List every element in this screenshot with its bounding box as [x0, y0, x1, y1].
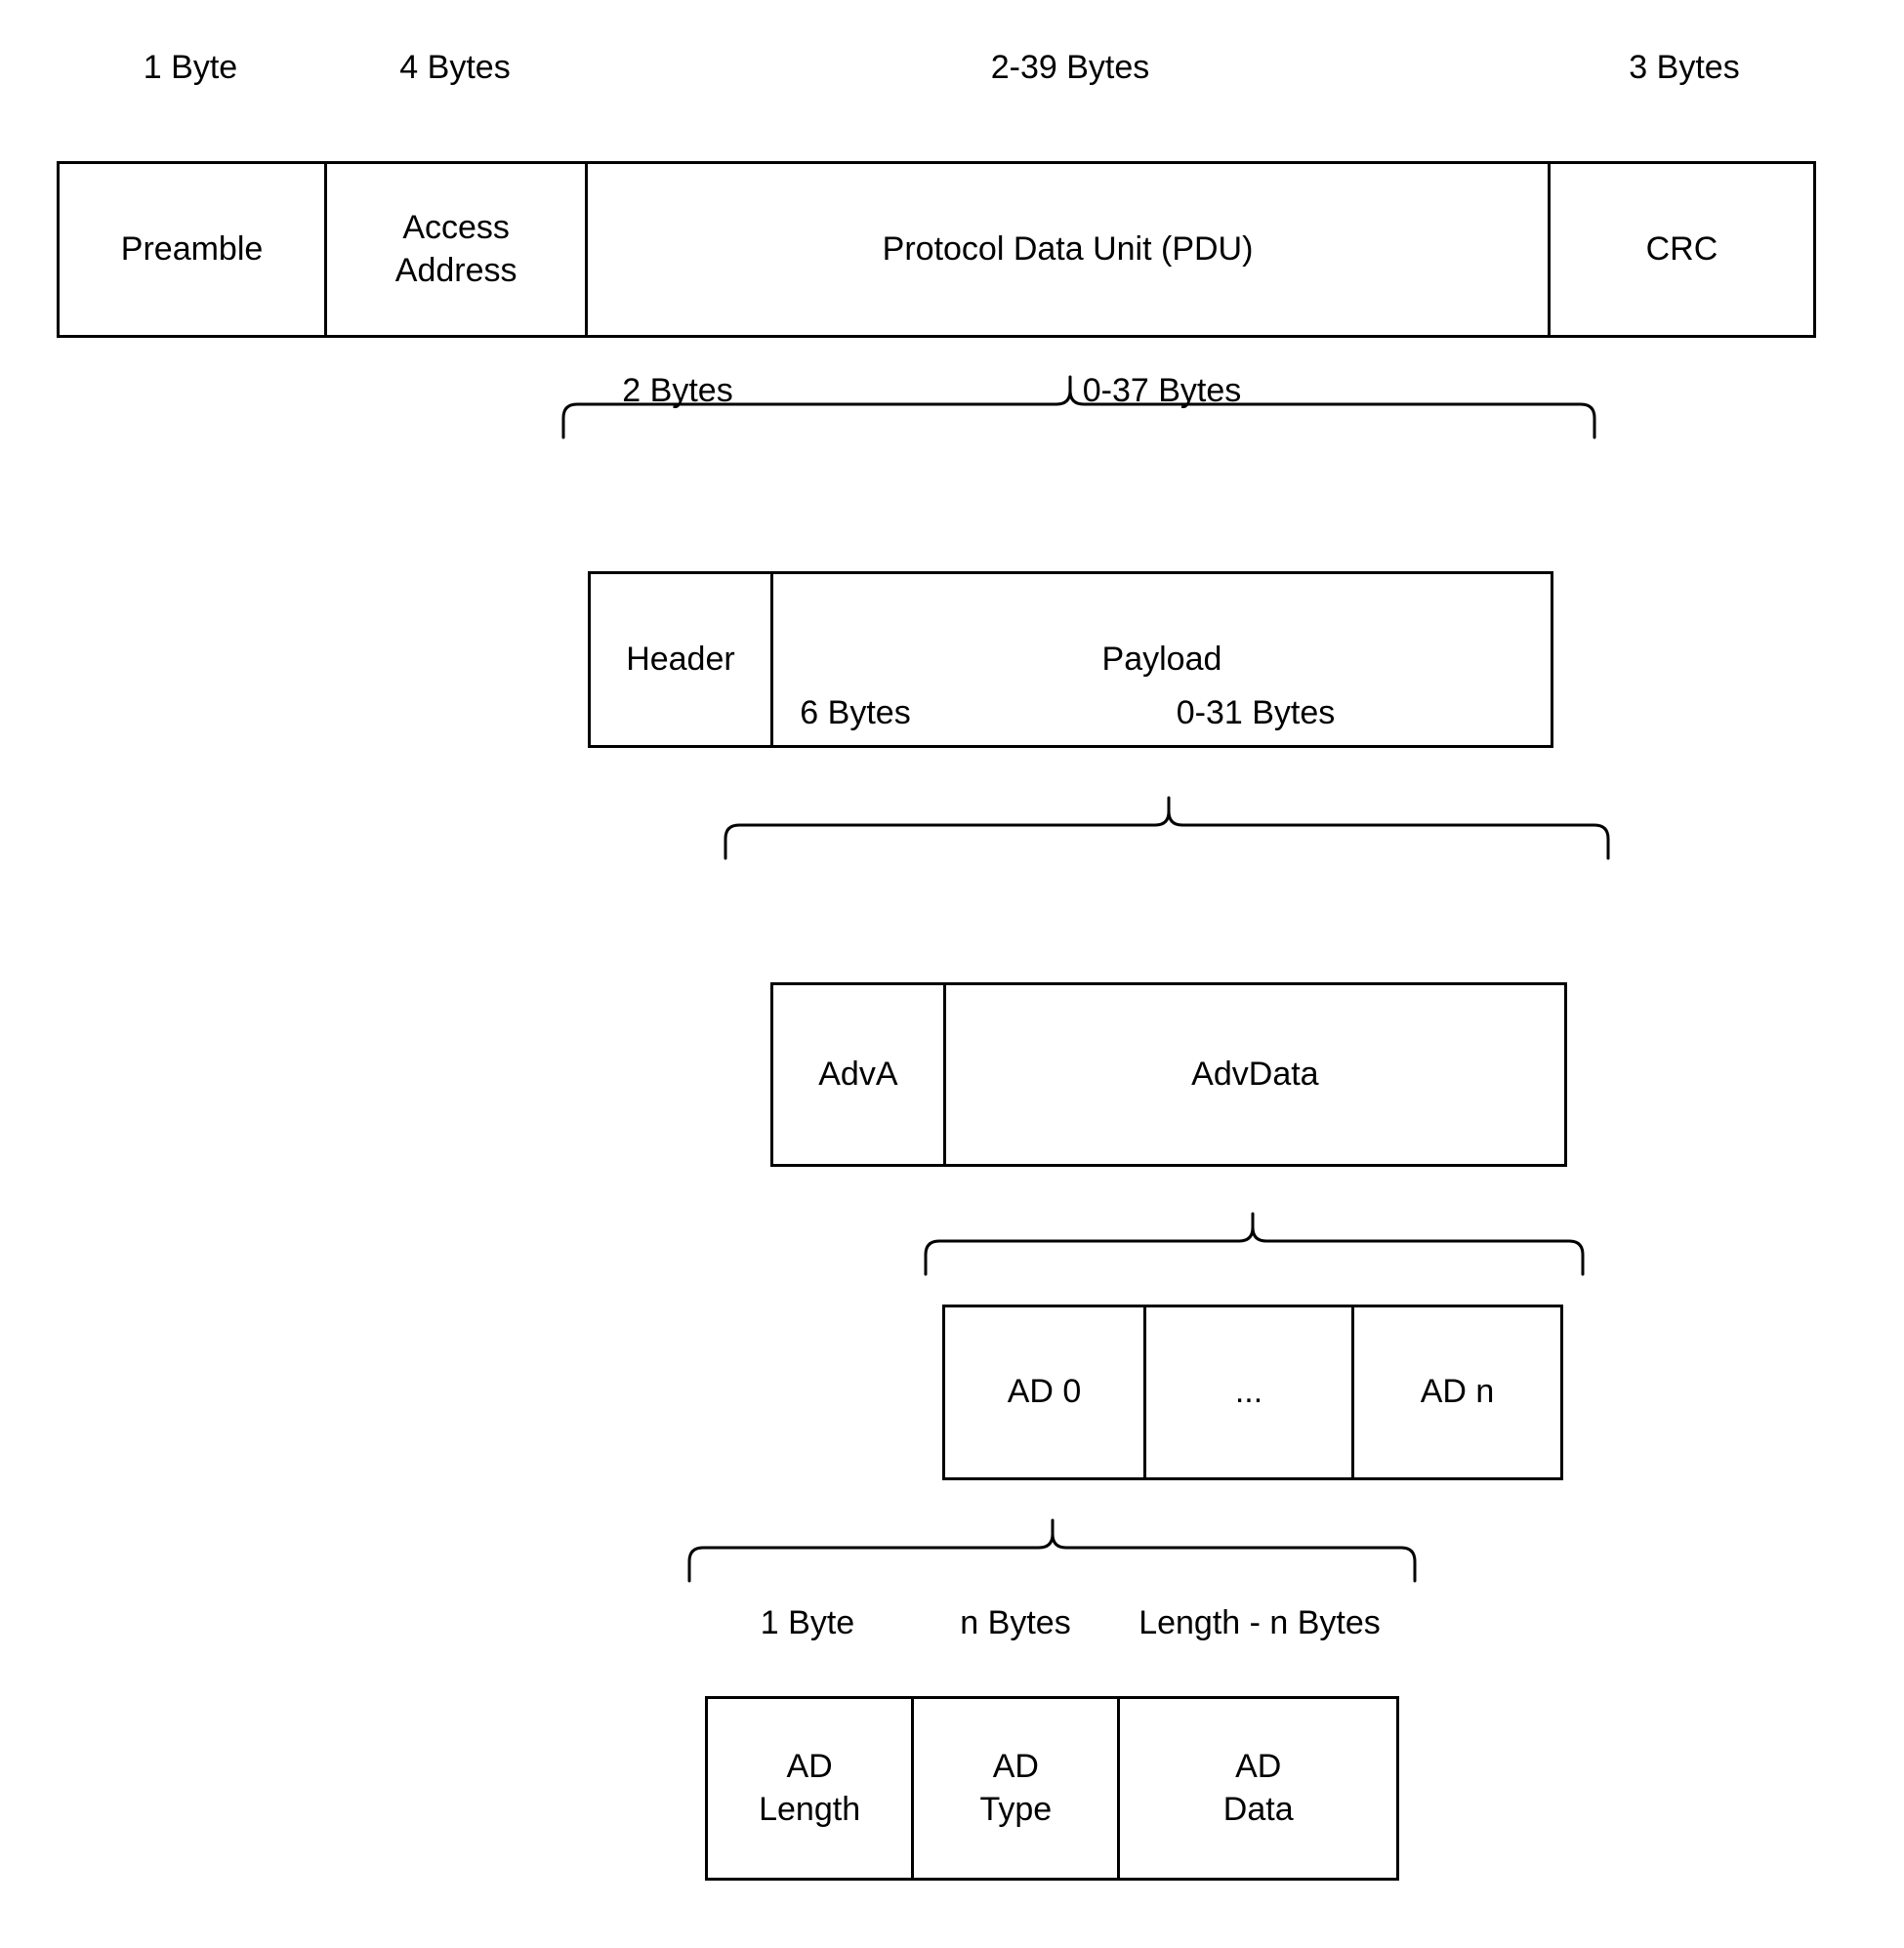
field-header[interactable]: Header: [591, 574, 773, 745]
field-ad-n[interactable]: AD n: [1354, 1307, 1560, 1477]
size-label-payload: 0-37 Bytes: [1082, 372, 1242, 409]
link-layer-packet-row: Preamble Access Address Protocol Data Un…: [57, 161, 1816, 338]
brace-pdu-expand: [561, 375, 1596, 439]
payload-row: AdvA AdvData: [770, 982, 1567, 1167]
field-preamble[interactable]: Preamble: [60, 164, 328, 335]
brace-payload-expand: [724, 796, 1610, 860]
field-access-address[interactable]: Access Address: [327, 164, 589, 335]
field-crc[interactable]: CRC: [1550, 164, 1813, 335]
brace-advdata-expand: [924, 1212, 1585, 1276]
field-ad-type[interactable]: AD Type: [914, 1699, 1121, 1878]
field-advdata[interactable]: AdvData: [945, 985, 1564, 1164]
field-pdu[interactable]: Protocol Data Unit (PDU): [588, 164, 1551, 335]
advdata-row: AD 0 ... AD n: [942, 1305, 1563, 1480]
ad-structure-row: AD Length AD Type AD Data: [705, 1696, 1399, 1881]
pdu-row: Header Payload: [588, 571, 1553, 748]
size-label-header: 2 Bytes: [622, 372, 733, 409]
size-label-adva: 6 Bytes: [800, 694, 911, 731]
size-label-preamble: 1 Byte: [143, 49, 238, 86]
field-ad-ellipsis[interactable]: ...: [1146, 1307, 1355, 1477]
field-ad-data[interactable]: AD Data: [1120, 1699, 1396, 1878]
size-label-advdata: 0-31 Bytes: [1176, 694, 1336, 731]
field-adva[interactable]: AdvA: [773, 985, 946, 1164]
size-label-access-address: 4 Bytes: [399, 49, 511, 86]
size-label-ad-type: n Bytes: [960, 1604, 1071, 1641]
field-ad-0[interactable]: AD 0: [945, 1307, 1147, 1477]
field-payload[interactable]: Payload: [772, 574, 1551, 745]
size-label-crc: 3 Bytes: [1629, 49, 1740, 86]
brace-ad-expand: [687, 1518, 1417, 1583]
size-label-ad-length: 1 Byte: [760, 1604, 855, 1641]
size-label-ad-data: Length - n Bytes: [1138, 1604, 1381, 1641]
size-label-pdu: 2-39 Bytes: [990, 49, 1150, 86]
field-ad-length[interactable]: AD Length: [708, 1699, 915, 1878]
